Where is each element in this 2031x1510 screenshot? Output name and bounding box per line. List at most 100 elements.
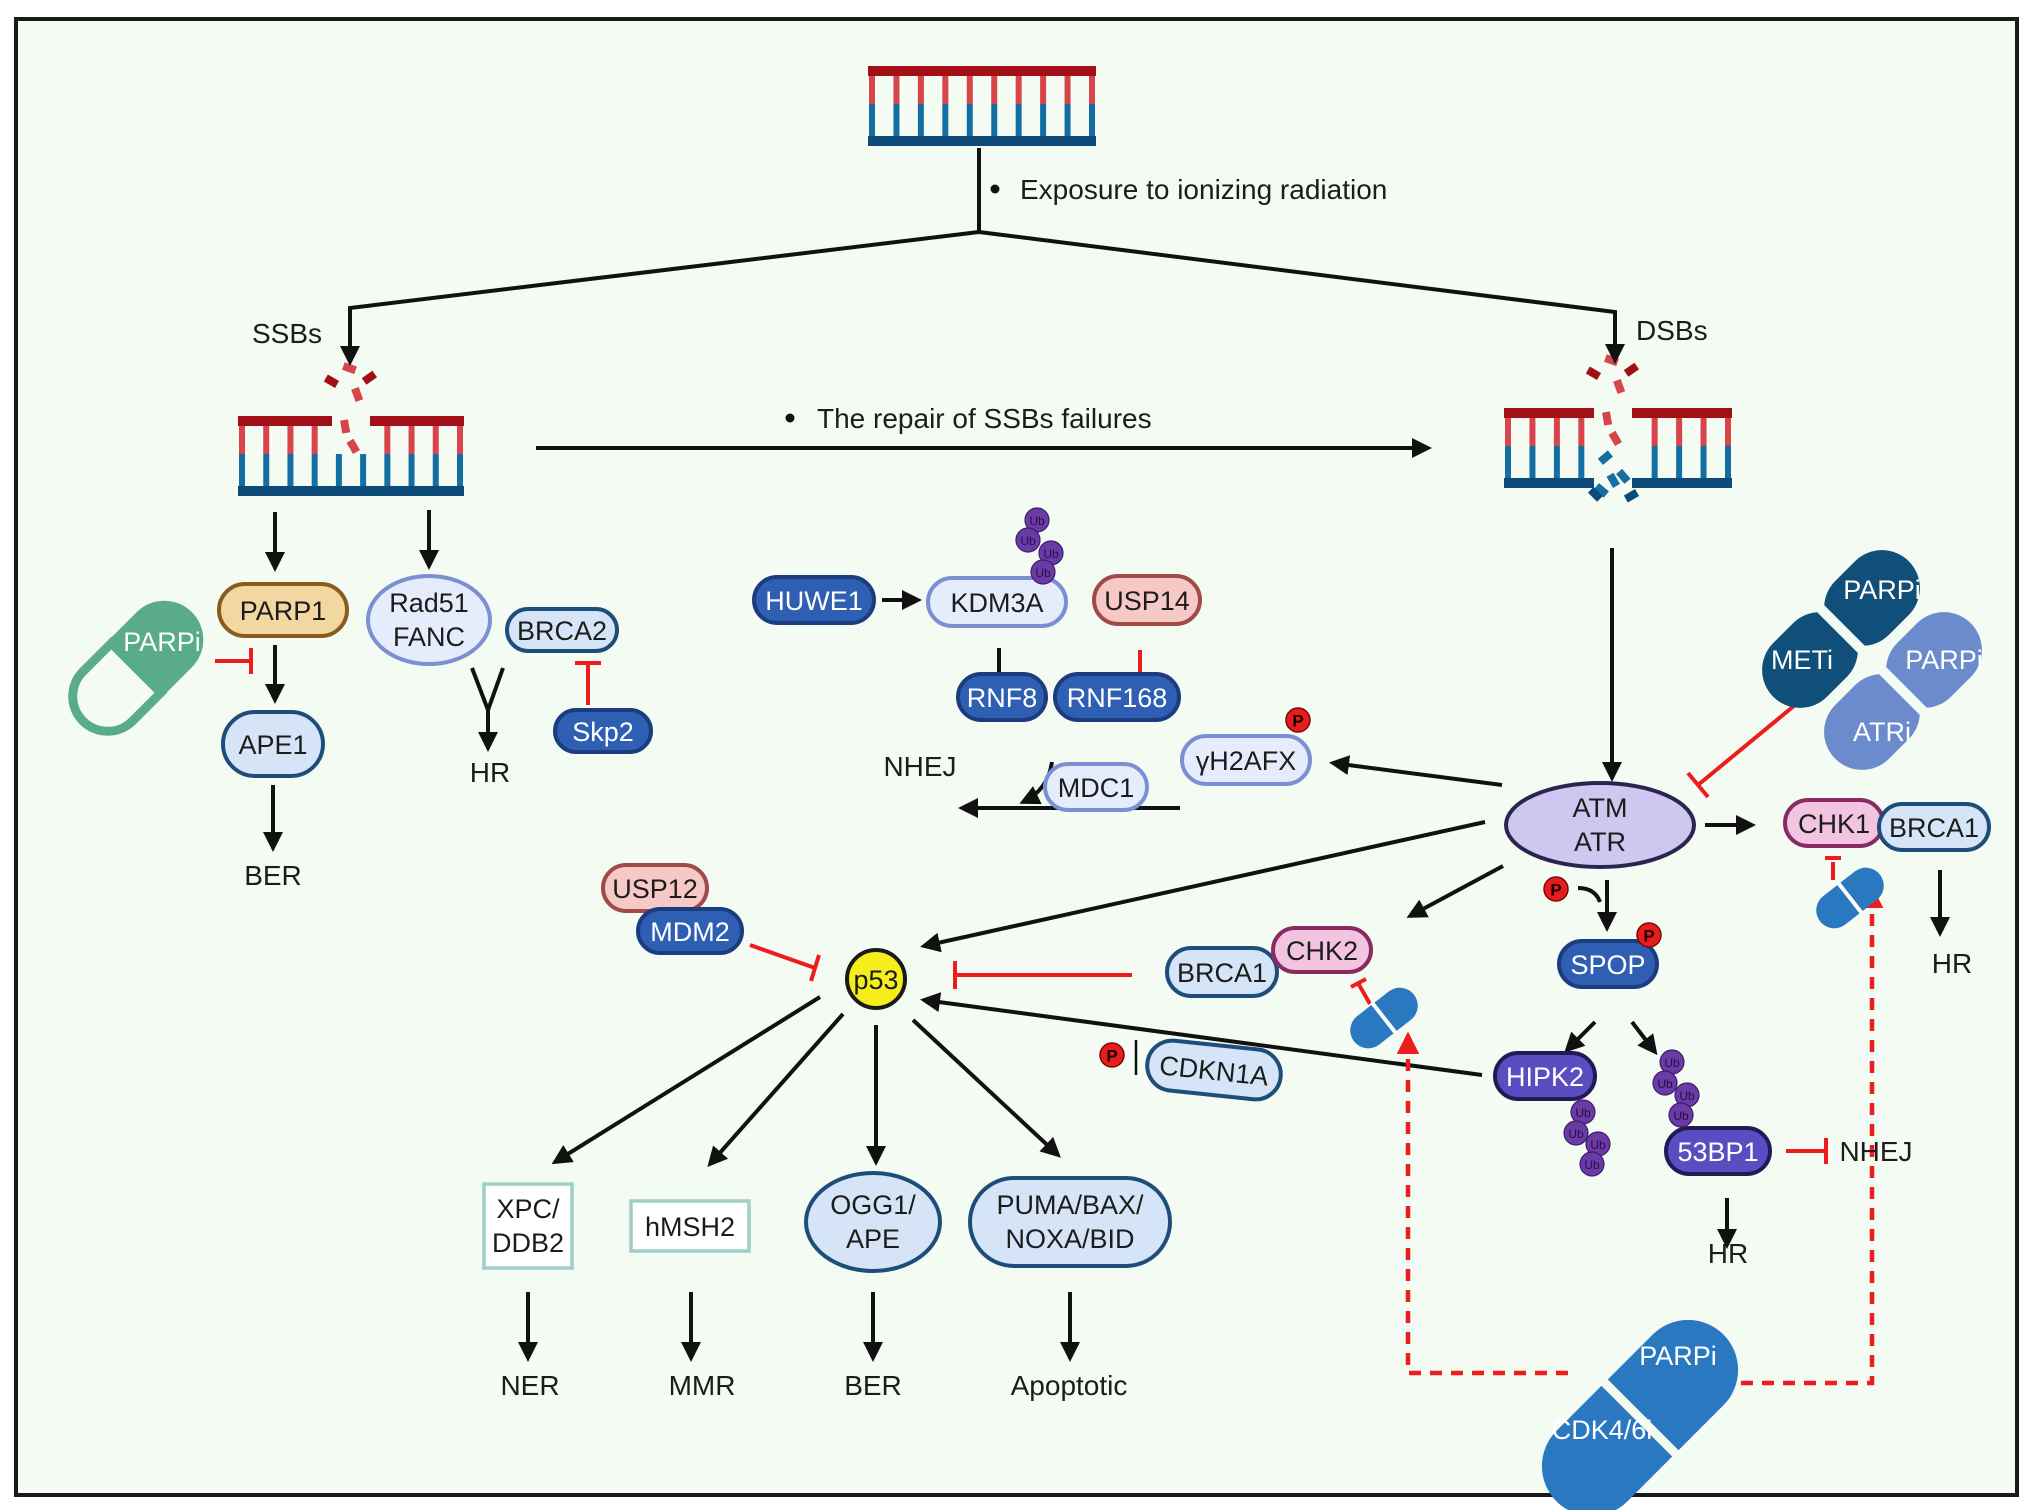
node-brca1-mid[interactable]: BRCA1: [1165, 946, 1279, 998]
dna-rung: [869, 104, 875, 136]
chk1-inhibitor-pill-icon: [1816, 867, 1884, 929]
node-usp12[interactable]: USP12: [601, 863, 709, 913]
dna-rung: [1676, 416, 1683, 446]
dna-rung: [384, 454, 391, 486]
outcome-nhej-right: NHEJ: [1839, 1136, 1912, 1167]
node-label: DDB2: [492, 1228, 564, 1258]
dna-rung: [457, 454, 463, 486]
ubiquitin-circle: [1668, 1102, 1694, 1128]
node-label: BRCA1: [1177, 958, 1267, 988]
node-usp14[interactable]: USP14: [1092, 574, 1202, 626]
node-shape: [217, 582, 349, 638]
node-h2afx[interactable]: γH2AFX: [1180, 734, 1312, 786]
dna-rung: [966, 104, 973, 136]
outcome-ner: NER: [500, 1370, 559, 1401]
node-shape: [968, 1176, 1172, 1268]
dna-rung: [1505, 416, 1511, 446]
phospho-to-spop-arrow: [1577, 886, 1602, 903]
ubiquitin-label: Ub: [1679, 1089, 1695, 1103]
p53-to-xpc-arrow: [551, 995, 822, 1165]
ubiquitin-circle: [1563, 1120, 1589, 1146]
node-label: p53: [853, 965, 898, 995]
dna-rung: [1700, 416, 1707, 446]
node-ape1[interactable]: APE1: [221, 710, 325, 778]
node-label: USP12: [612, 874, 698, 904]
dsbs-label: DSBs: [1636, 315, 1708, 346]
dna-rung: [1651, 416, 1658, 446]
pill-label: METi: [1771, 645, 1833, 675]
dna-backbone: [1632, 408, 1732, 418]
pill-label: PARPi: [1843, 575, 1921, 605]
ubiquitin-circle: [1579, 1151, 1605, 1177]
atm-to-chk2-arrow: [1406, 864, 1504, 918]
phospho-circle: [1099, 1042, 1125, 1068]
dna-rung: [360, 454, 367, 486]
drug-pill-atri: [1824, 674, 1920, 770]
node-huwe1[interactable]: HUWE1: [752, 575, 876, 625]
ubiquitin-circle: [1015, 527, 1041, 553]
node-kdm3a[interactable]: KDM3A: [926, 576, 1068, 628]
node-rnf8[interactable]: RNF8: [956, 672, 1048, 722]
node-bp53[interactable]: 53BP1: [1664, 1126, 1772, 1176]
dna-rung: [1529, 446, 1536, 478]
dna-rung: [1089, 74, 1095, 104]
outcome-hr-right: HR: [1932, 948, 1972, 979]
dna-rung: [1505, 446, 1511, 478]
dna-fragment: [1602, 411, 1613, 426]
pill-separator: [1598, 1376, 1682, 1460]
drug-pill-parpi: [1824, 550, 1920, 646]
brca1-chk2-inhibits-p53: [953, 961, 1132, 989]
node-hipk2[interactable]: HIPK2: [1493, 1051, 1597, 1101]
outcome-ber-left: BER: [244, 860, 302, 891]
node-label: ATR: [1574, 827, 1626, 857]
skp2-inhibits-brca2: [575, 661, 601, 705]
outcome-apoptotic: Apoptotic: [1011, 1370, 1128, 1401]
phospho-circle: [1543, 876, 1569, 902]
node-shape: [482, 1182, 574, 1270]
node-parp1[interactable]: PARP1: [217, 582, 349, 638]
dna-backbone: [1504, 408, 1594, 418]
dna-fragment: [1585, 366, 1602, 380]
outcome-hr-53bp1: HR: [1708, 1238, 1748, 1269]
node-shape: [1043, 762, 1149, 812]
node-label: SPOP: [1570, 950, 1645, 980]
rad51-brca2-to-hr-arrow: [472, 667, 503, 748]
node-hmsh2[interactable]: hMSH2: [629, 1199, 751, 1253]
node-xpc[interactable]: XPC/DDB2: [482, 1182, 574, 1270]
node-chk1[interactable]: CHK1: [1783, 798, 1885, 848]
53bp1-inhibits-nhej: [1786, 1138, 1828, 1164]
dna-rung: [1529, 416, 1536, 446]
node-ogg1[interactable]: OGG1/APE: [804, 1171, 942, 1273]
dna-fragment: [1608, 430, 1622, 447]
ubiquitin-label: Ub: [1664, 1056, 1680, 1070]
node-spop[interactable]: SPOP: [1557, 939, 1659, 989]
node-cdkn1a[interactable]: CDKN1A: [1145, 1038, 1283, 1102]
node-chk2[interactable]: CHK2: [1271, 926, 1373, 974]
node-brca1-right[interactable]: BRCA1: [1877, 802, 1991, 852]
node-skp2[interactable]: Skp2: [553, 708, 653, 754]
dna-rung: [1064, 104, 1071, 136]
node-label: HUWE1: [765, 586, 863, 616]
node-brca2[interactable]: BRCA2: [505, 607, 619, 653]
node-rnf168[interactable]: RNF168: [1053, 672, 1181, 722]
dna-rung: [1040, 104, 1047, 136]
dna-rung: [335, 454, 342, 486]
spop-to-hipk2-arrow: [1564, 1020, 1597, 1053]
outcome-hr-left: HR: [470, 757, 510, 788]
dna-rung: [991, 74, 998, 104]
node-puma[interactable]: PUMA/BAX/NOXA/BID: [968, 1176, 1172, 1268]
dna-rung: [384, 424, 391, 454]
node-label: γH2AFX: [1196, 746, 1297, 776]
node-shape: [926, 576, 1068, 628]
node-mdm2[interactable]: MDM2: [636, 907, 744, 955]
pill-label: PARPi: [1905, 645, 1983, 675]
node-p53[interactable]: p53: [845, 948, 907, 1010]
node-shape: [1180, 734, 1312, 786]
phospho-circle: [1636, 922, 1662, 948]
pill-inhibits-chk1: [1825, 856, 1841, 880]
dna-rung: [991, 104, 998, 136]
node-mdc1[interactable]: MDC1: [1043, 762, 1149, 812]
